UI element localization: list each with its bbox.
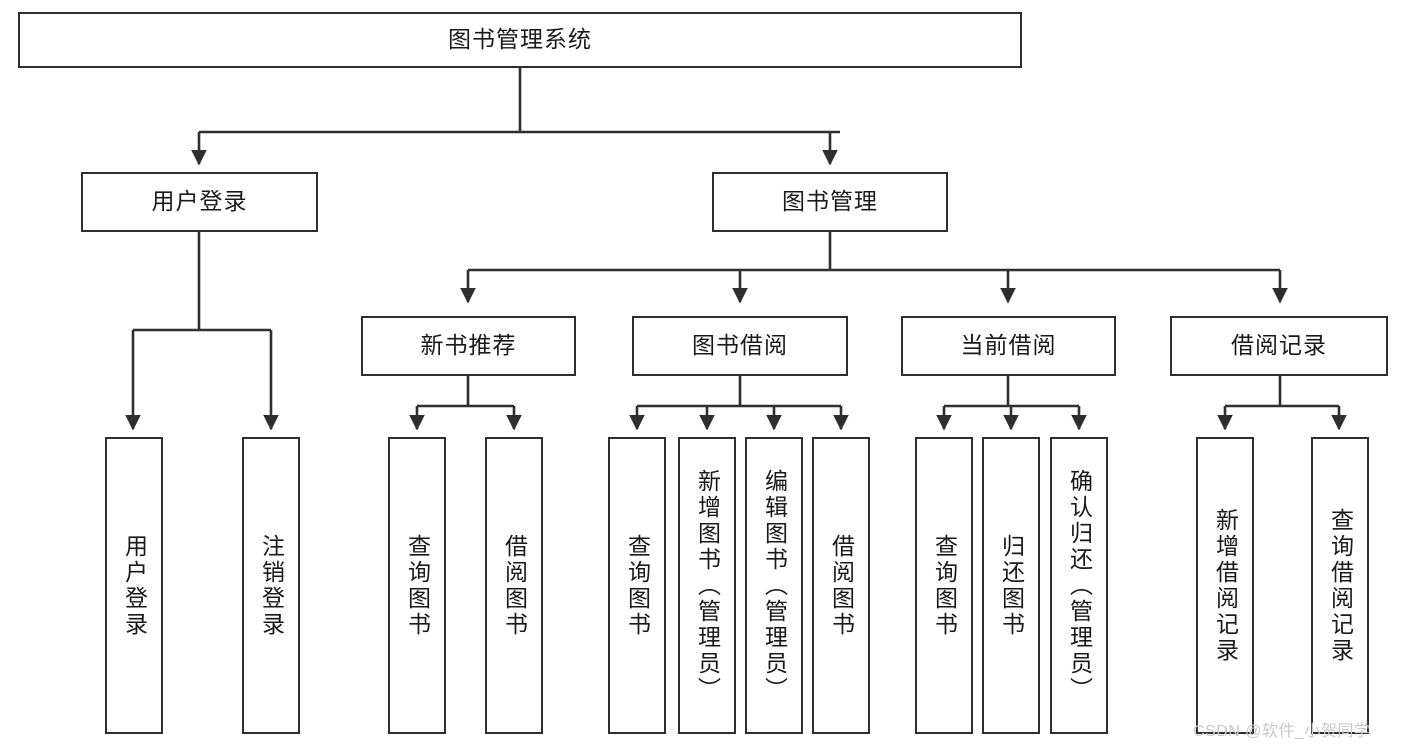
leaf-book-borrow-edit[interactable]: 编辑图书（管理员） <box>745 437 803 734</box>
node-borrow-record-label: 借阅记录 <box>1231 332 1327 359</box>
node-book-borrow-label: 图书借阅 <box>692 332 788 359</box>
leaf-borrow-record-add[interactable]: 新增借阅记录 <box>1196 437 1254 734</box>
leaf-book-borrow-query[interactable]: 查询图书 <box>608 437 666 734</box>
node-root-system[interactable]: 图书管理系统 <box>18 12 1022 68</box>
node-new-book-recommend[interactable]: 新书推荐 <box>361 316 576 376</box>
leaf-borrow-record-query-label: 查询借阅记录 <box>1327 507 1354 664</box>
leaf-book-borrow-borrow[interactable]: 借阅图书 <box>812 437 870 734</box>
leaf-current-borrow-query-label: 查询图书 <box>931 533 958 638</box>
leaf-user-login-logout[interactable]: 注销登录 <box>242 437 300 734</box>
leaf-current-borrow-confirm-label: 确认归还（管理员） <box>1066 468 1093 703</box>
leaf-user-login-login[interactable]: 用户登录 <box>105 437 163 734</box>
leaf-new-book-borrow-label: 借阅图书 <box>501 533 528 638</box>
leaf-new-book-query-label: 查询图书 <box>404 533 431 638</box>
leaf-book-borrow-add-label: 新增图书（管理员） <box>694 468 721 703</box>
node-current-borrow-label: 当前借阅 <box>960 332 1057 359</box>
node-user-login-label: 用户登录 <box>151 188 248 215</box>
leaf-new-book-borrow[interactable]: 借阅图书 <box>485 437 543 734</box>
node-new-book-recommend-label: 新书推荐 <box>420 332 517 359</box>
leaf-new-book-query[interactable]: 查询图书 <box>388 437 446 734</box>
node-borrow-record[interactable]: 借阅记录 <box>1170 316 1388 376</box>
leaf-borrow-record-query[interactable]: 查询借阅记录 <box>1311 437 1369 734</box>
node-root-system-label: 图书管理系统 <box>448 26 592 53</box>
leaf-book-borrow-add[interactable]: 新增图书（管理员） <box>678 437 736 734</box>
leaf-current-borrow-return[interactable]: 归还图书 <box>982 437 1040 734</box>
leaf-current-borrow-return-label: 归还图书 <box>998 533 1025 638</box>
node-book-borrow[interactable]: 图书借阅 <box>632 316 848 376</box>
leaf-book-borrow-edit-label: 编辑图书（管理员） <box>761 468 788 703</box>
leaf-book-borrow-borrow-label: 借阅图书 <box>828 533 855 638</box>
leaf-borrow-record-add-label: 新增借阅记录 <box>1212 507 1239 664</box>
node-user-login[interactable]: 用户登录 <box>81 172 318 232</box>
csdn-watermark: CSDN @软件_小贺同学 <box>1193 723 1371 740</box>
leaf-current-borrow-confirm[interactable]: 确认归还（管理员） <box>1050 437 1108 734</box>
leaf-current-borrow-query[interactable]: 查询图书 <box>915 437 973 734</box>
node-book-management[interactable]: 图书管理 <box>712 172 948 232</box>
leaf-user-login-login-label: 用户登录 <box>121 533 148 638</box>
leaf-user-login-logout-label: 注销登录 <box>258 533 285 638</box>
node-current-borrow[interactable]: 当前借阅 <box>901 316 1116 376</box>
leaf-book-borrow-query-label: 查询图书 <box>624 533 651 638</box>
node-book-management-label: 图书管理 <box>782 188 878 215</box>
